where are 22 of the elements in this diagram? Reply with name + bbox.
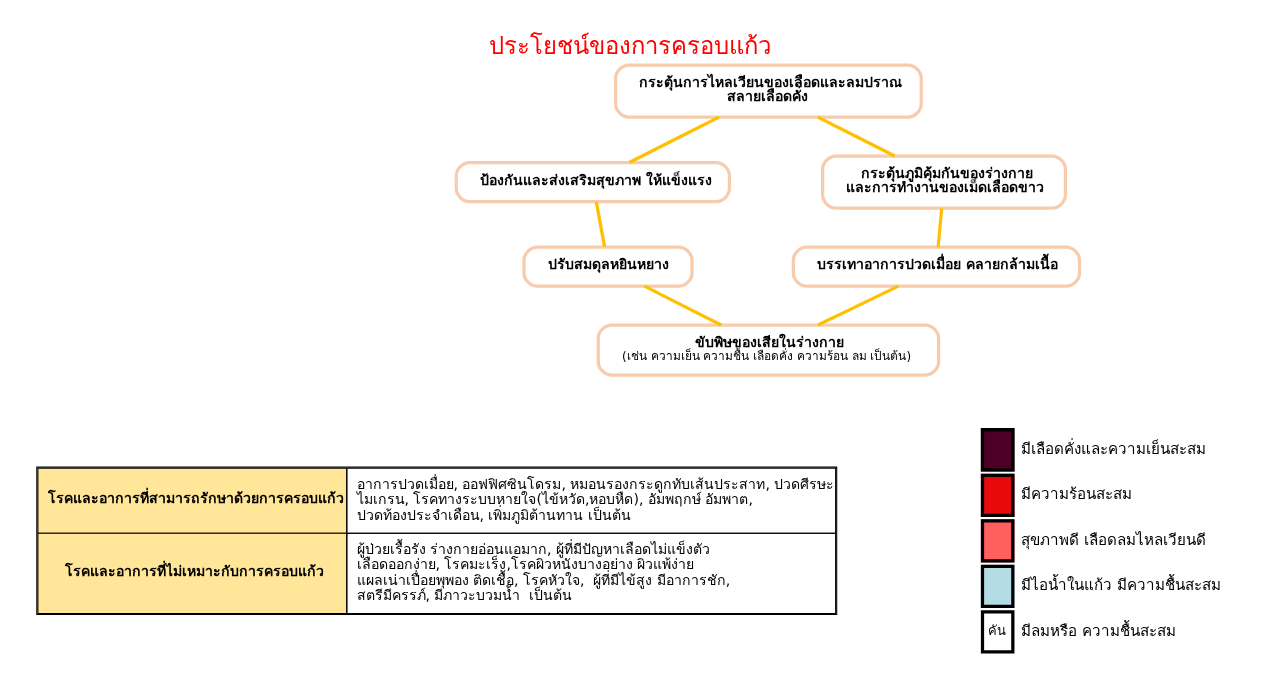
connector [628,115,720,164]
legend-label: สุขภาพดี เลือดลมไหลเวียนดี [1020,530,1206,549]
node-box: กระตุ้นการไหลเวียนของเลือดและลมปราณ สลายเลือดคั่ง [613,63,923,119]
legend-label: มีเลือดคั่งและความเย็นสะสม [1020,439,1206,458]
connector [643,284,722,327]
label: อาการปวดเมื่อย, ออฟฟิศซินโดรม, หมอนรองกระดูกทับเส้นประสาท, ปวดศีรษะ ไมเกรน, โรคทางระบบหายใจ(ไข้หวัด,หอบหืด), อัมพฤกษ์ อัมพาต, ปวดท้องประจำเดือน, เพิ่มภูมิต้านทาน เป็นต้น [356,476,835,523]
connector [817,284,899,327]
connector [817,115,896,158]
legend-label: มีไอน้ำในแก้ว มีความชื้นสะสม [1020,576,1221,595]
label: คัน [988,623,1007,639]
connector [936,208,944,248]
legend-label: มีลมหรือ ความชื้นสะสม [1020,621,1176,640]
legend-label: มีความร้อนสะสม [1020,485,1132,504]
node-box: ขับพิษของเสียในร่างกาย (เช่น ความเย็น ความชื้น เลือดคั่ง ความร้อน ลม เป็นต้น) [596,323,941,377]
node-box: ป้องกันและส่งเสริมสุขภาพ ให้แข็งแรง [454,160,732,204]
node-box: ปรับสมดุลหยินหยาง [522,245,694,288]
label: โรคและอาการที่ไม่เหมาะกับการครอบแก้ว [64,562,324,579]
diagram-title: ประโยชน์ของการครอบแก้ว [489,31,772,60]
connector [594,201,607,248]
label: ผู้ป่วยเรื้อรัง ร่างกายอ่อนแอมาก, ผู้ที่มีปัญหาเลือดไม่แข็งตัว เลือดออกง่าย, โรคมะเร็ง,โรคผิวหนังบางอย่าง ผิวแพ้ง่าย แผลเน่าเปื่อยพุพอง ติดเชื้อ, โรคหัวใจ, ผู้ที่มีไข้สูง มีอาการชัก, สตรีมีครรภ์, มีภาวะบวมน้ำ เป็นต้น [356,541,731,603]
node-box: กระตุ้นภูมิคุ้มกันของร่างกาย และการทำงานของเม็ดเลือดขาว [821,154,1068,210]
node-box: บรรเทาอาการปวดเมื่อย คลายกล้ามเนื้อ [791,245,1082,288]
